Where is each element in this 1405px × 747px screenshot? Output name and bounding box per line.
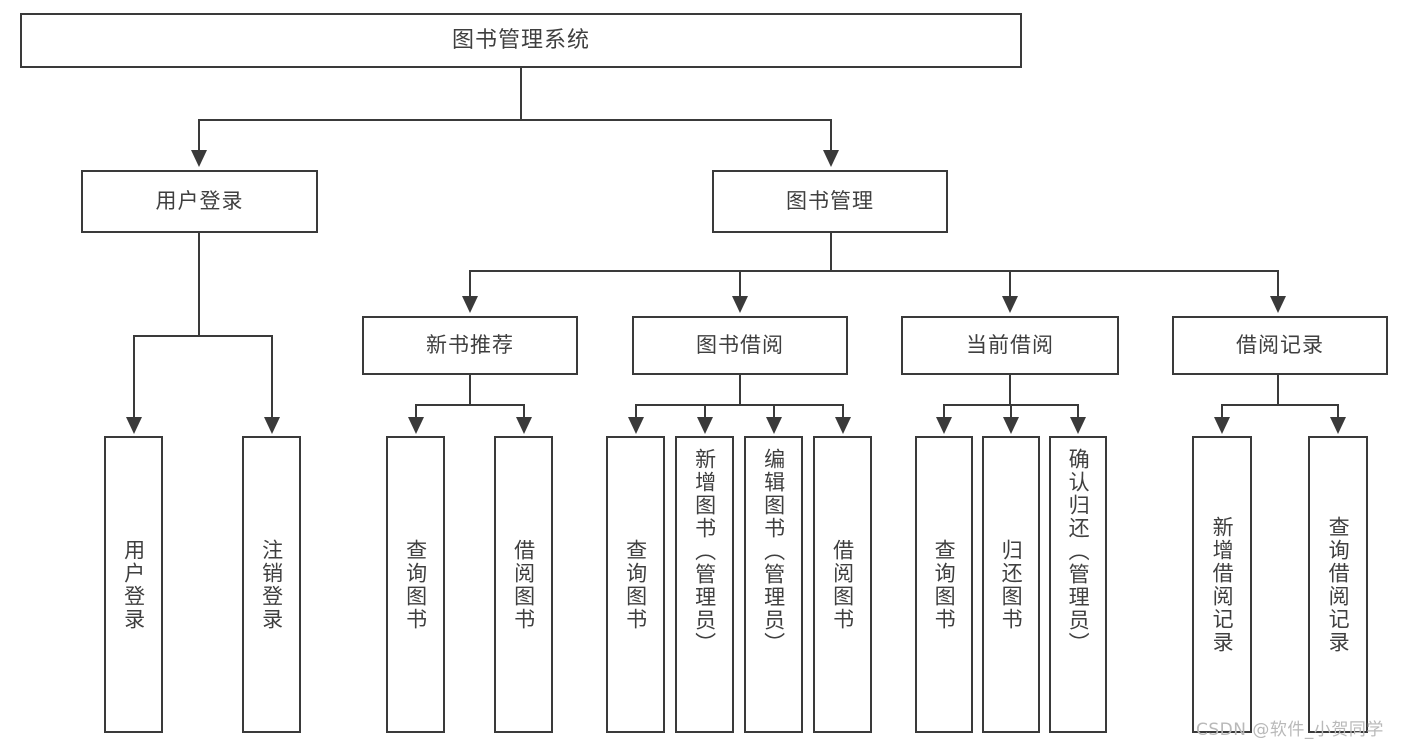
node-label: 新增图书（管理员） bbox=[692, 448, 717, 655]
connector-level3-bus bbox=[469, 270, 1277, 272]
connector-user-login-bus bbox=[133, 335, 271, 337]
node-label: 新增借阅记录 bbox=[1210, 515, 1235, 654]
arrowhead-leaf-confirm-return bbox=[1070, 417, 1086, 434]
node-label: 用户登录 bbox=[155, 189, 244, 214]
node-leaf-query-book-3[interactable]: 查询图书 bbox=[915, 436, 973, 733]
connector-drop-leaf-borrow-book-1 bbox=[523, 404, 525, 419]
node-borrow-record[interactable]: 借阅记录 bbox=[1172, 316, 1388, 375]
arrowhead-leaf-user-logout bbox=[264, 417, 280, 434]
connector-new-book-recommend-stem bbox=[469, 375, 471, 404]
arrowhead-leaf-query-record bbox=[1330, 417, 1346, 434]
node-leaf-borrow-book-2[interactable]: 借阅图书 bbox=[813, 436, 872, 733]
connector-root-stem bbox=[520, 68, 522, 119]
arrowhead-leaf-user-login bbox=[126, 417, 142, 434]
node-leaf-query-record[interactable]: 查询借阅记录 bbox=[1308, 436, 1368, 733]
node-root-book-management-system[interactable]: 图书管理系统 bbox=[20, 13, 1022, 68]
connector-user-login-stem bbox=[198, 233, 200, 335]
connector-borrow-record-bus bbox=[1221, 404, 1337, 406]
node-label: 查询图书 bbox=[403, 538, 428, 631]
arrowhead-leaf-add-record bbox=[1214, 417, 1230, 434]
arrowhead-current-borrow bbox=[1002, 296, 1018, 313]
node-label: 注销登录 bbox=[259, 538, 284, 631]
connector-book-borrow-bus bbox=[635, 404, 843, 406]
connector-drop-leaf-query-book-2 bbox=[635, 404, 637, 419]
arrowhead-user-login bbox=[191, 150, 207, 167]
arrowhead-new-book-recommend bbox=[462, 296, 478, 313]
arrowhead-leaf-query-book-2 bbox=[628, 417, 644, 434]
connector-drop-leaf-return-book bbox=[1010, 404, 1012, 419]
node-leaf-add-book[interactable]: 新增图书（管理员） bbox=[675, 436, 734, 733]
connector-drop-leaf-confirm-return bbox=[1077, 404, 1079, 419]
node-label: 借阅图书 bbox=[511, 538, 536, 631]
node-leaf-confirm-return[interactable]: 确认归还（管理员） bbox=[1049, 436, 1107, 733]
node-label: 当前借阅 bbox=[966, 333, 1054, 358]
node-label: 用户登录 bbox=[121, 538, 146, 631]
connector-drop-borrow-record bbox=[1277, 270, 1279, 298]
arrowhead-leaf-query-book-3 bbox=[936, 417, 952, 434]
connector-drop-leaf-user-login bbox=[133, 335, 135, 419]
connector-book-manage-stem bbox=[830, 233, 832, 270]
connector-level2-bus bbox=[198, 119, 832, 121]
connector-current-borrow-stem bbox=[1009, 375, 1011, 404]
connector-new-book-recommend-bus bbox=[415, 404, 523, 406]
arrowhead-leaf-borrow-book-2 bbox=[835, 417, 851, 434]
node-label: 查询借阅记录 bbox=[1326, 515, 1351, 654]
node-leaf-return-book[interactable]: 归还图书 bbox=[982, 436, 1040, 733]
arrowhead-book-manage bbox=[823, 150, 839, 167]
connector-drop-leaf-edit-book bbox=[773, 404, 775, 419]
connector-drop-leaf-query-book-3 bbox=[943, 404, 945, 419]
connector-drop-leaf-add-book bbox=[704, 404, 706, 419]
arrowhead-leaf-edit-book bbox=[766, 417, 782, 434]
node-label: 确认归还（管理员） bbox=[1066, 448, 1091, 655]
node-label: 查询图书 bbox=[932, 538, 957, 631]
node-leaf-edit-book[interactable]: 编辑图书（管理员） bbox=[744, 436, 803, 733]
connector-book-borrow-stem bbox=[739, 375, 741, 404]
connector-drop-leaf-borrow-book-2 bbox=[842, 404, 844, 419]
connector-borrow-record-stem bbox=[1277, 375, 1279, 404]
node-label: 归还图书 bbox=[999, 538, 1024, 631]
node-label: 借阅记录 bbox=[1236, 333, 1324, 358]
node-label: 查询图书 bbox=[623, 538, 648, 631]
node-current-borrow[interactable]: 当前借阅 bbox=[901, 316, 1119, 375]
connector-drop-leaf-add-record bbox=[1221, 404, 1223, 419]
arrowhead-borrow-record bbox=[1270, 296, 1286, 313]
node-book-borrow[interactable]: 图书借阅 bbox=[632, 316, 848, 375]
node-label: 图书借阅 bbox=[696, 333, 784, 358]
arrowhead-leaf-query-book-1 bbox=[408, 417, 424, 434]
node-leaf-user-login[interactable]: 用户登录 bbox=[104, 436, 163, 733]
arrowhead-leaf-borrow-book-1 bbox=[516, 417, 532, 434]
connector-drop-user-login bbox=[198, 119, 200, 152]
connector-drop-leaf-query-record bbox=[1337, 404, 1339, 419]
node-leaf-user-logout[interactable]: 注销登录 bbox=[242, 436, 301, 733]
connector-drop-book-borrow bbox=[739, 270, 741, 298]
node-leaf-add-record[interactable]: 新增借阅记录 bbox=[1192, 436, 1252, 733]
connector-drop-current-borrow bbox=[1009, 270, 1011, 298]
node-label: 编辑图书（管理员） bbox=[761, 448, 786, 655]
watermark-csdn: CSDN @软件_小贺同学 bbox=[1196, 720, 1384, 740]
node-label: 图书管理系统 bbox=[451, 27, 590, 53]
node-leaf-query-book-1[interactable]: 查询图书 bbox=[386, 436, 445, 733]
connector-drop-new-book-recommend bbox=[469, 270, 471, 298]
node-label: 借阅图书 bbox=[830, 538, 855, 631]
arrowhead-book-borrow bbox=[732, 296, 748, 313]
node-label: 新书推荐 bbox=[426, 333, 514, 358]
arrowhead-leaf-add-book bbox=[697, 417, 713, 434]
node-book-manage[interactable]: 图书管理 bbox=[712, 170, 948, 233]
node-label: 图书管理 bbox=[786, 189, 874, 214]
node-leaf-query-book-2[interactable]: 查询图书 bbox=[606, 436, 665, 733]
node-user-login[interactable]: 用户登录 bbox=[81, 170, 318, 233]
connector-drop-leaf-user-logout bbox=[271, 335, 273, 419]
node-new-book-recommend[interactable]: 新书推荐 bbox=[362, 316, 578, 375]
connector-drop-leaf-query-book-1 bbox=[415, 404, 417, 419]
connector-drop-book-manage bbox=[830, 119, 832, 152]
arrowhead-leaf-return-book bbox=[1003, 417, 1019, 434]
node-leaf-borrow-book-1[interactable]: 借阅图书 bbox=[494, 436, 553, 733]
